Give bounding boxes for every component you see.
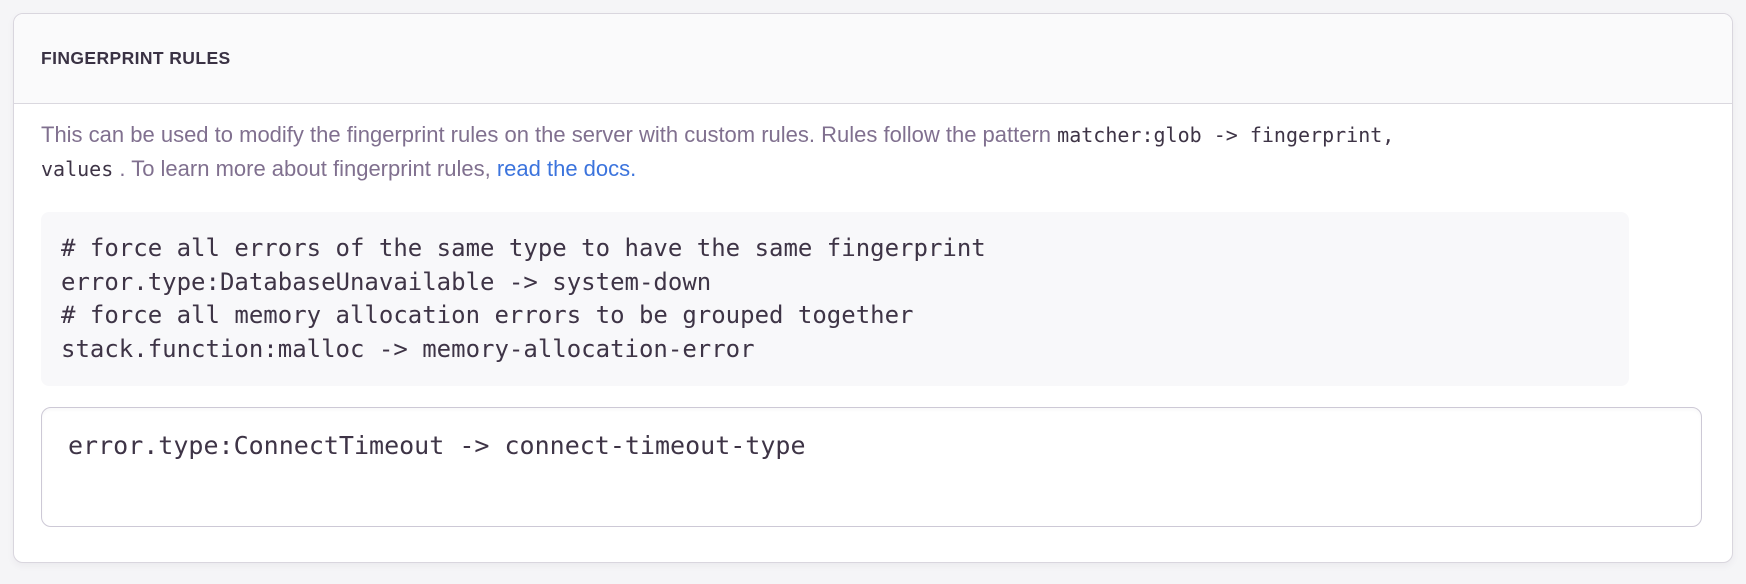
description-text-after: . To learn more about fingerprint rules,: [113, 156, 497, 181]
fingerprint-rules-textarea[interactable]: error.type:ConnectTimeout -> connect-tim…: [41, 407, 1702, 527]
panel-title: FINGERPRINT RULES: [41, 48, 231, 68]
description-suffix: .: [630, 156, 637, 181]
description-text: This can be used to modify the fingerpri…: [41, 122, 1058, 147]
pattern-inline-code: matcher:glob -> fingerprint,: [1057, 123, 1395, 147]
description-line-2: values . To learn more about fingerprint…: [41, 156, 636, 181]
panel-header: FINGERPRINT RULES: [14, 14, 1732, 104]
description-line-1: This can be used to modify the fingerpri…: [41, 122, 1394, 147]
pattern-inline-code-continued: values: [41, 157, 114, 181]
example-rules-code-block: # force all errors of the same type to h…: [41, 212, 1629, 386]
panel-description: This can be used to modify the fingerpri…: [41, 118, 1629, 186]
fingerprint-rules-panel: FINGERPRINT RULES This can be used to mo…: [13, 13, 1733, 563]
panel-body: This can be used to modify the fingerpri…: [14, 104, 1732, 555]
read-the-docs-link[interactable]: read the docs: [496, 156, 631, 181]
